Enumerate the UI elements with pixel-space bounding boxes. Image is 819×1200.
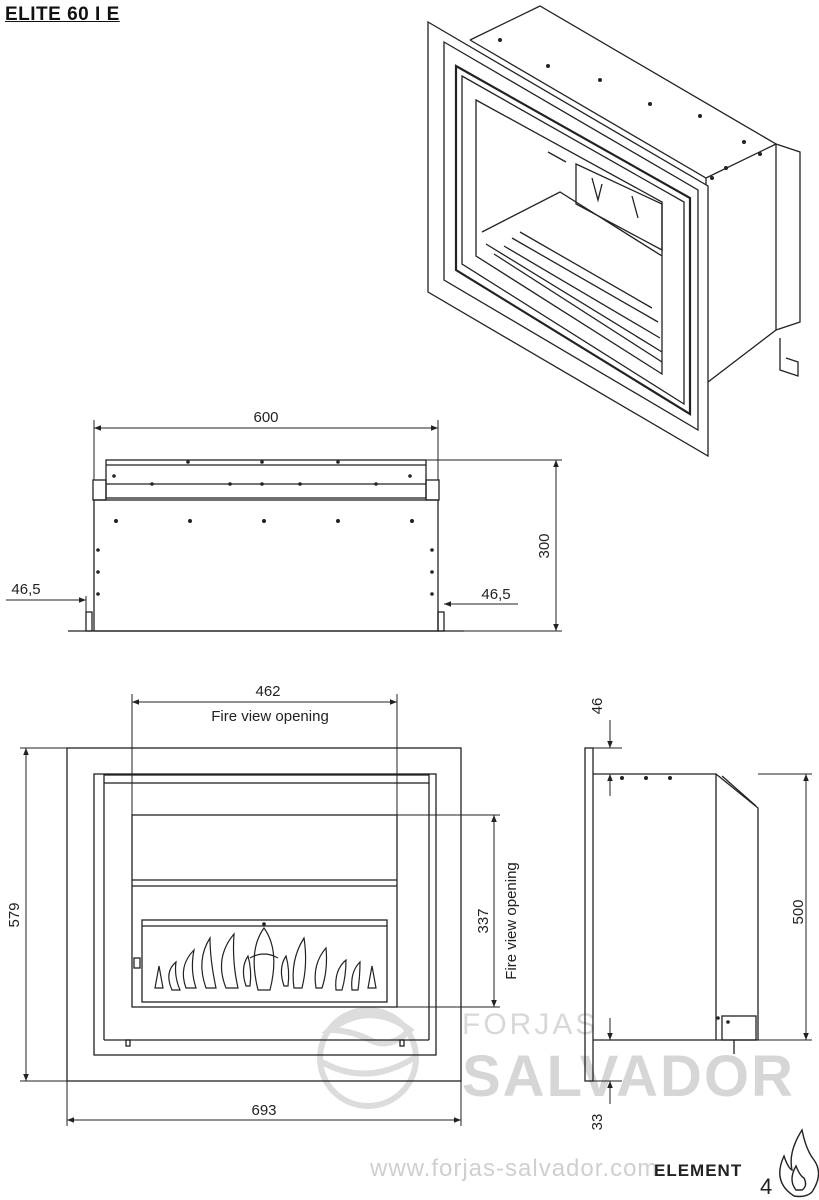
dim-front-width: 693: [251, 1102, 276, 1119]
brand-name: ELEMENT: [654, 1161, 742, 1180]
dim-opening-width: 462: [255, 683, 280, 700]
watermark-forjas: FORJAS: [462, 1008, 598, 1041]
dim-top-height: 300: [536, 533, 553, 558]
watermark-salvador: SALVADOR: [462, 1044, 795, 1109]
watermark: FORJAS SALVADOR www.forjas-salvador.com: [317, 1007, 795, 1182]
top-view-dimensions: [6, 420, 562, 632]
flame-pattern-icon: [154, 926, 377, 991]
dim-top-width: 600: [253, 409, 278, 426]
watermark-logo-icon: [317, 1007, 419, 1109]
dim-side-height: 500: [790, 899, 807, 924]
dim-opening-height: 337: [475, 908, 492, 933]
front-view-dimensions: [20, 694, 500, 1126]
dim-front-height: 579: [6, 902, 23, 927]
flame-logo-icon: [779, 1128, 819, 1198]
dim-right-offset: 46,5: [481, 586, 510, 603]
front-view: [66, 747, 462, 1082]
isometric-view: [427, 5, 801, 458]
watermark-url: www.forjas-salvador.com: [369, 1155, 658, 1182]
side-view: [584, 747, 759, 1082]
side-view-dimensions: [585, 720, 812, 1104]
dim-left-offset: 46,5: [11, 581, 40, 598]
brand-number: 4: [760, 1174, 772, 1199]
dim-side-top: 46: [589, 698, 606, 715]
dim-opening-width-label: Fire view opening: [211, 708, 329, 725]
top-view: [68, 459, 464, 632]
brand-logo: ELEMENT 4: [654, 1128, 819, 1199]
dim-side-bottom: 33: [589, 1114, 606, 1131]
page-title: ELITE 60 I E: [5, 4, 120, 25]
dim-opening-height-label: Fire view opening: [503, 862, 520, 980]
